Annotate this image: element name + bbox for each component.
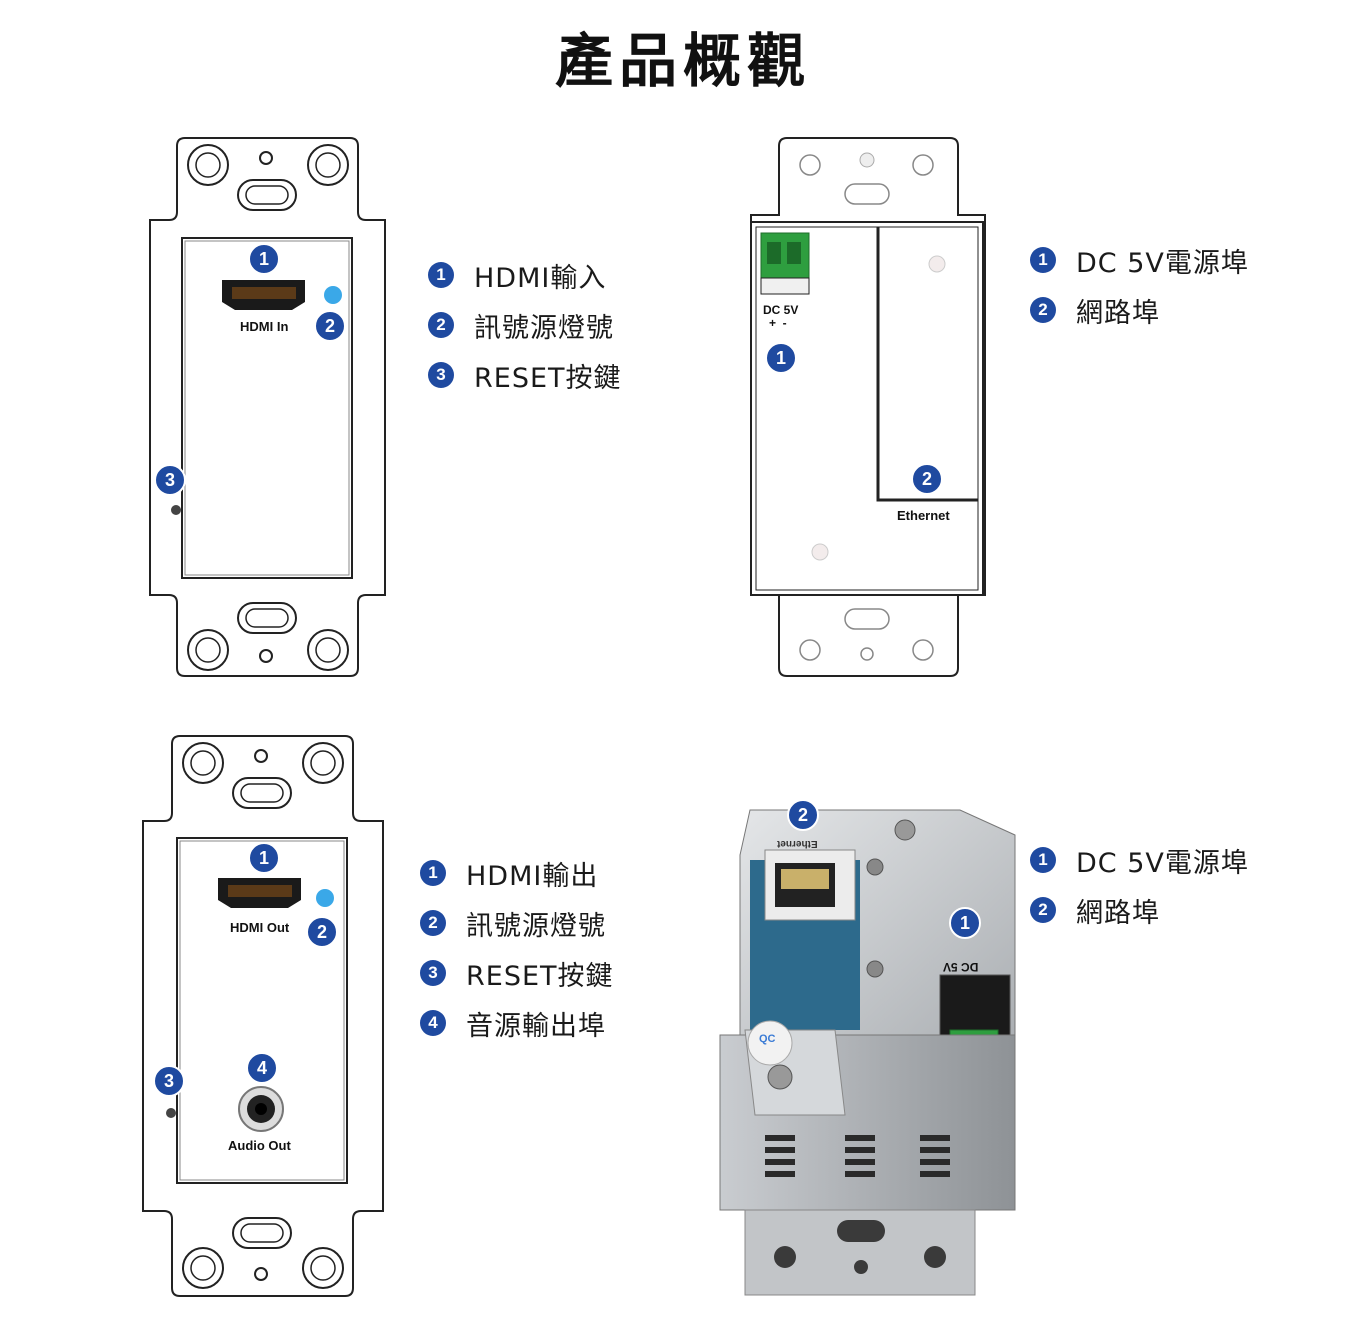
wall-plate-front-drawing (149, 137, 386, 677)
legend-item: 2 網路埠 (1030, 885, 1249, 935)
legend-item: 3 RESET按鍵 (428, 350, 622, 400)
qc-sticker-label: QC (759, 1033, 776, 1045)
legend-item: 1 HDMI輸出 (420, 848, 614, 898)
legend-number-badge: 4 (420, 1010, 446, 1036)
legend-item: 1 HDMI輸入 (428, 250, 622, 300)
callout-1: 1 (949, 907, 981, 939)
callout-1: 1 (248, 243, 280, 275)
transmitter-front-legend: 1 HDMI輸入 2 訊號源燈號 3 RESET按鍵 (428, 250, 622, 400)
ethernet-label: Ethernet (897, 508, 950, 523)
wall-plate-front-drawing (142, 735, 384, 1297)
legend-number-badge: 1 (428, 262, 454, 288)
legend-number-badge: 2 (1030, 897, 1056, 923)
callout-2: 2 (306, 916, 338, 948)
receiver-front-diagram: HDMI Out Audio Out 1 2 3 4 (135, 728, 395, 1308)
legend-text: DC 5V電源埠 (1076, 247, 1249, 279)
legend-number-badge: 1 (1030, 847, 1056, 873)
receiver-photo-legend: 1 DC 5V電源埠 2 網路埠 (1030, 835, 1249, 935)
callout-1: 1 (248, 842, 280, 874)
legend-text: DC 5V電源埠 (1076, 847, 1249, 879)
callout-3: 3 (154, 464, 186, 496)
legend-text: RESET按鍵 (474, 362, 622, 394)
audio-out-label: Audio Out (228, 1138, 291, 1153)
legend-number-badge: 2 (420, 910, 446, 936)
transmitter-back-legend: 1 DC 5V電源埠 2 網路埠 (1030, 235, 1249, 335)
legend-item: 1 DC 5V電源埠 (1030, 235, 1249, 285)
legend-item: 3 RESET按鍵 (420, 948, 614, 998)
hdmi-out-label: HDMI Out (230, 920, 290, 935)
legend-number-badge: 2 (428, 312, 454, 338)
callout-2: 2 (314, 310, 346, 342)
callout-2: 2 (787, 799, 819, 831)
legend-text: RESET按鍵 (466, 960, 614, 992)
legend-item: 4 音源輸出埠 (420, 998, 614, 1048)
legend-text: 訊號源燈號 (466, 910, 606, 942)
callout-2: 2 (911, 463, 943, 495)
legend-text: 訊號源燈號 (474, 312, 614, 344)
legend-text: HDMI輸入 (474, 262, 607, 294)
legend-number-badge: 1 (1030, 247, 1056, 273)
dc-polarity-label: + - (769, 316, 787, 330)
legend-number-badge: 1 (420, 860, 446, 886)
dc-5v-label: DC 5V (763, 303, 799, 317)
wall-plate-back-drawing (750, 137, 986, 677)
legend-text: 網路埠 (1076, 297, 1160, 329)
transmitter-back-diagram: DC 5V + - Ethernet 1 2 (745, 130, 990, 685)
legend-text: 網路埠 (1076, 897, 1160, 929)
legend-number-badge: 2 (1030, 297, 1056, 323)
callout-3: 3 (153, 1065, 185, 1097)
device-photo-drawing (719, 809, 1016, 1296)
callout-1: 1 (765, 342, 797, 374)
legend-text: HDMI輸出 (466, 860, 599, 892)
ethernet-label: Ethernet (777, 838, 818, 849)
legend-text: 音源輸出埠 (466, 1010, 606, 1042)
legend-item: 2 訊號源燈號 (420, 898, 614, 948)
legend-item: 2 網路埠 (1030, 285, 1249, 335)
receiver-front-legend: 1 HDMI輸出 2 訊號源燈號 3 RESET按鍵 4 音源輸出埠 (420, 848, 614, 1048)
legend-number-badge: 3 (428, 362, 454, 388)
legend-item: 2 訊號源燈號 (428, 300, 622, 350)
transmitter-front-diagram: HDMI In 1 2 3 (140, 130, 400, 690)
page-title: 產品概觀 (554, 27, 811, 95)
receiver-photo: Ethernet DC 5V QC 2 1 (715, 795, 1025, 1305)
dc-5v-label: DC 5V (943, 960, 979, 974)
hdmi-in-label: HDMI In (240, 319, 289, 334)
legend-number-badge: 3 (420, 960, 446, 986)
callout-4: 4 (246, 1052, 278, 1084)
legend-item: 1 DC 5V電源埠 (1030, 835, 1249, 885)
